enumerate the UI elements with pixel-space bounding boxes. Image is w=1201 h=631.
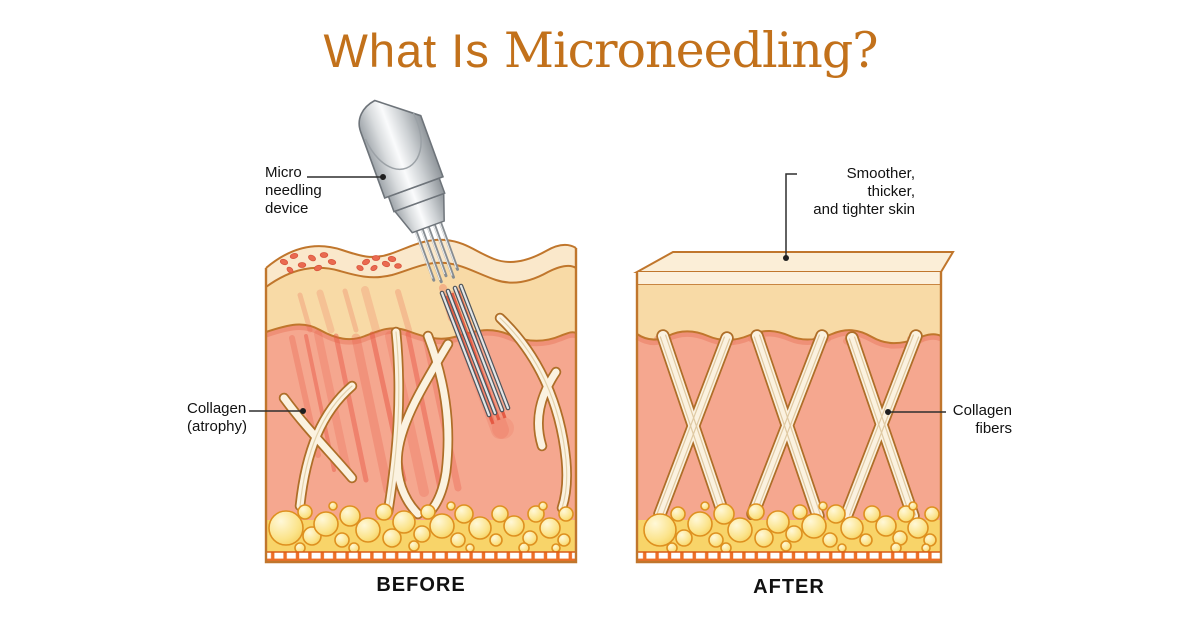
before-skin-diagram	[264, 238, 578, 564]
deep-needles	[439, 283, 514, 439]
fat-layer-after	[638, 501, 940, 554]
caption-after: AFTER	[753, 576, 825, 598]
caption-before: BEFORE	[376, 574, 466, 596]
fat-layer-before	[267, 501, 575, 554]
leader-lines	[249, 173, 946, 415]
atrophied-collagen-fibers	[278, 312, 573, 520]
micro-injury-dots	[279, 252, 402, 274]
microneedling-device	[358, 99, 460, 284]
title-prefix: What Is	[323, 24, 490, 77]
after-skin-diagram	[633, 251, 955, 564]
basal-strip-after	[637, 551, 941, 562]
label-collagen-atrophy: Collagen (atrophy)	[187, 400, 248, 435]
label-microneedling-device: Micro needling device	[265, 164, 322, 217]
label-smoother-skin: Smoother, thicker, and tighter skin	[813, 165, 915, 218]
basal-strip-before	[266, 551, 576, 562]
label-collagen-fibers: Collagen fibers	[952, 402, 1012, 437]
healthy-collagen-fibers	[653, 329, 923, 523]
title-emphasis: Microneedling?	[503, 22, 879, 79]
